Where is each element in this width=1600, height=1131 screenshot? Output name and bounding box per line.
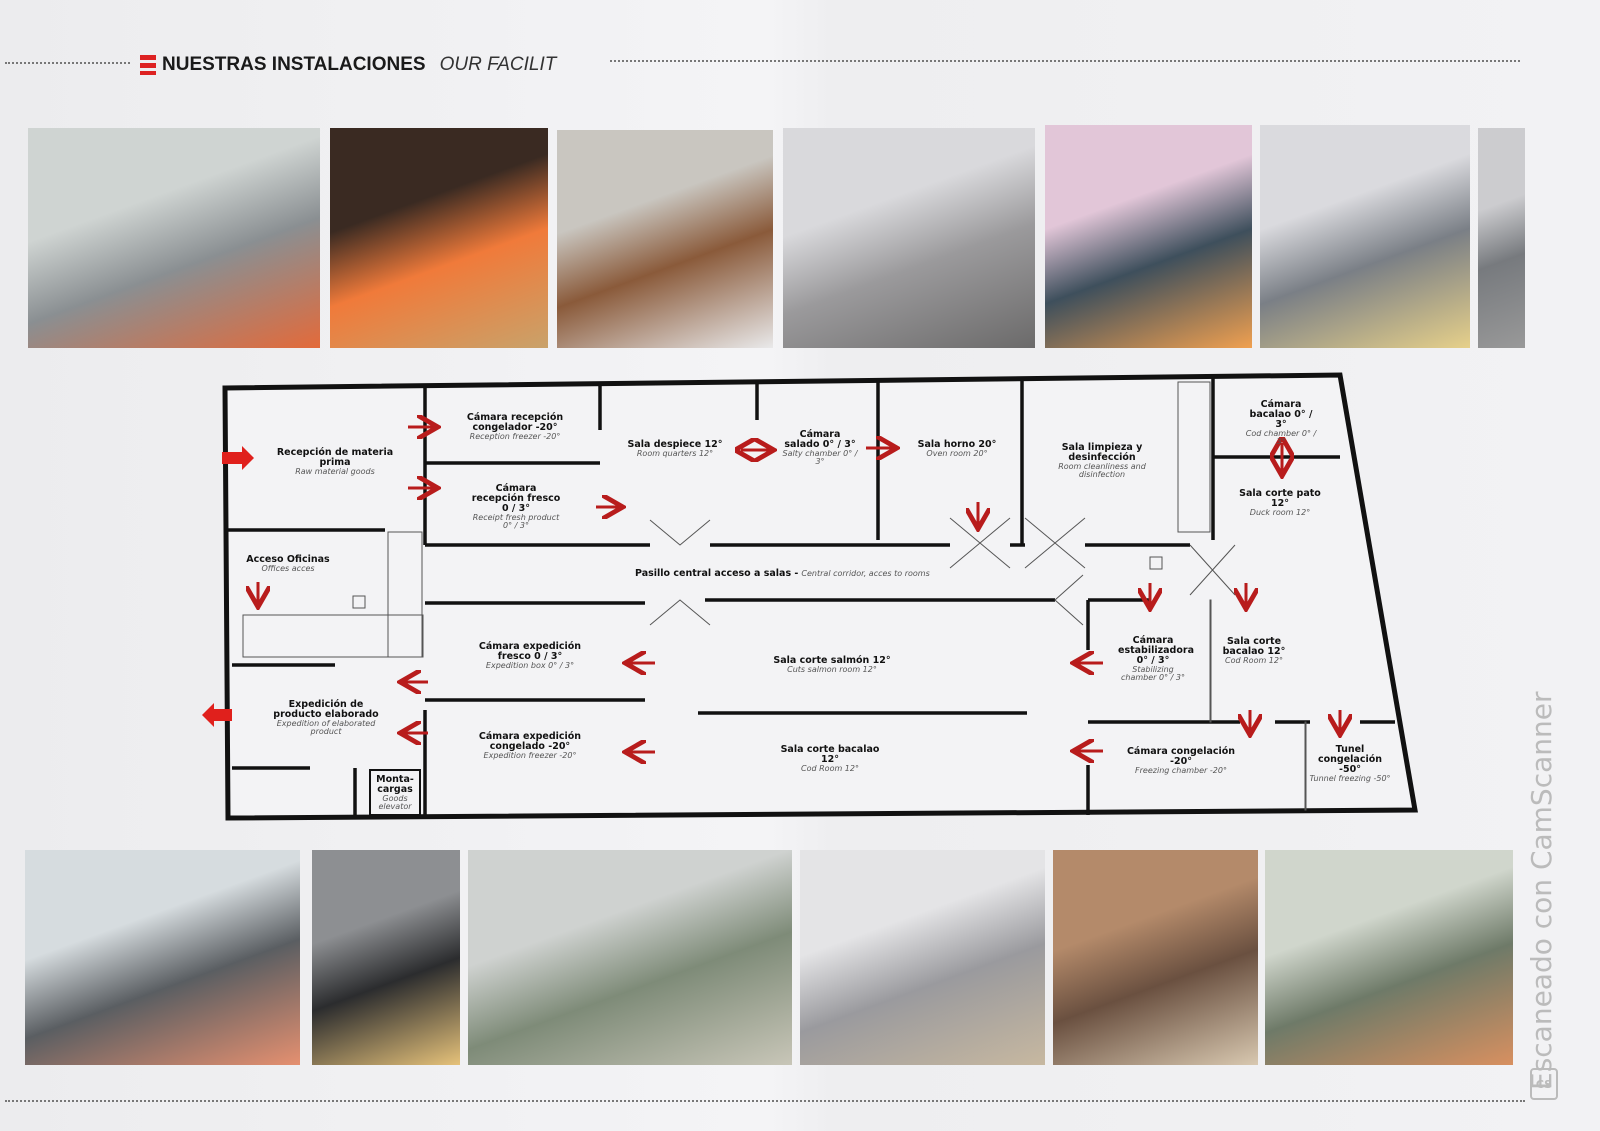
room-name-en: Offices acces (261, 563, 315, 573)
divider (5, 1100, 1525, 1102)
room-name: Sala corte bacalao 12° (780, 744, 880, 765)
divider (610, 60, 1520, 62)
corridor-en: Central corridor, acces to rooms (801, 569, 930, 578)
photo-salmon-racks (330, 128, 548, 348)
room-name: Expedición de producto elaborado (273, 699, 379, 720)
room-name-en: Goods elevator (378, 793, 412, 812)
photo-conveyor (312, 850, 460, 1065)
photo-workers-trays (25, 850, 300, 1065)
room-label: Sala corte bacalao 12°Cod Room 12° (1222, 637, 1287, 665)
room-name: Cámara expedición fresco 0 / 3° (478, 641, 582, 662)
flow-arrows (258, 427, 1340, 752)
room-name: Tunel congelación -50° (1317, 744, 1382, 775)
room-name-en: Salty chamber 0° / 3° (782, 448, 858, 467)
room-name-en: Cuts salmon room 12° (787, 664, 877, 674)
photo-edge (1478, 128, 1525, 348)
room-label: Sala horno 20°Oven room 20° (912, 440, 1002, 458)
room-label: Sala corte salmón 12°Cuts salmon room 12… (772, 656, 892, 674)
room-name-en: Oven room 20° (926, 448, 988, 458)
room-label: Sala corte bacalao 12°Cod Room 12° (770, 745, 890, 773)
room-name-en: Expedition of elaborated product (276, 718, 376, 737)
room-name-en: Room quarters 12° (636, 448, 714, 458)
room-name-en: Reception freezer -20° (469, 431, 561, 441)
room-name-en: Freezing chamber -20° (1135, 765, 1227, 775)
room-name: Cámara congelación -20° (1126, 746, 1236, 767)
room-name: Cámara estabilizadora 0° / 3° (1118, 635, 1194, 666)
corridor-label: Pasillo central acceso a salas - Central… (635, 568, 930, 579)
room-label: Tunel congelación -50°Tunnel freezing -5… (1308, 745, 1393, 783)
room-name: Sala despiece 12° (627, 439, 723, 450)
room-name-en: Cod chamber 0° / 3° (1245, 428, 1317, 447)
room-name-en: Expedition box 0° / 3° (485, 660, 575, 670)
room-name-en: Raw material goods (295, 466, 375, 476)
entry-arrow-icon (222, 446, 254, 470)
room-name-en: Tunnel freezing -50° (1309, 773, 1391, 783)
room-label: Cámara recepción fresco 0 / 3°Receipt fr… (469, 484, 564, 531)
room-name: Acceso Oficinas (246, 554, 330, 565)
photo-kitchen-room (1053, 850, 1258, 1065)
room-name: Cámara recepción fresco 0 / 3° (471, 483, 561, 514)
room-label: Cámara recepción congelador -20°Receptio… (460, 413, 570, 441)
room-name: Sala limpieza y desinfección (1061, 442, 1143, 463)
room-name: Cámara expedición congelado -20° (478, 731, 582, 752)
room-name-en: Cod Room 12° (1225, 655, 1283, 665)
room-name: Sala corte pato 12° (1239, 488, 1321, 509)
room-label: Cámara estabilizadora 0° / 3°Stabilizing… (1118, 635, 1194, 683)
watermark: Escaneado con CamScanner (1525, 691, 1558, 1090)
room-label: Cámara congelación -20°Freezing chamber … (1116, 747, 1246, 775)
room-name: Cámara recepción congelador -20° (466, 412, 564, 433)
room-name-en: Cod Room 12° (801, 763, 859, 773)
photo-drying-trolley (557, 130, 773, 348)
room-name: Cámara bacalao 0° / 3° (1249, 399, 1313, 430)
camscanner-logo: CS (1530, 1068, 1558, 1100)
room-label: Cámara expedición congelado -20°Expediti… (475, 732, 585, 760)
divider (5, 62, 130, 64)
photo-mincing-machines (800, 850, 1045, 1065)
photo-packaging-line (1260, 125, 1470, 348)
room-label: Cámara expedición fresco 0 / 3°Expeditio… (475, 642, 585, 670)
room-label: Sala despiece 12°Room quarters 12° (625, 440, 725, 458)
exit-arrow-icon (202, 703, 232, 727)
brand-bars-icon (140, 55, 156, 75)
room-label: Cámara salado 0° / 3°Salty chamber 0° / … (783, 430, 858, 467)
room-name: Recepción de materia prima (276, 447, 394, 468)
building-outline (222, 372, 1418, 821)
room-name: Sala corte salmón 12° (773, 655, 891, 666)
room-name-en: Room cleanliness and disinfection (1058, 461, 1146, 480)
room-name-en: Receipt fresh product 0° / 3° (472, 512, 560, 531)
room-name: Sala horno 20° (917, 439, 997, 450)
room-name: Monta-cargas (376, 774, 414, 795)
photo-tiled-room (1265, 850, 1513, 1065)
room-label: Cámara bacalao 0° / 3°Cod chamber 0° / 3… (1244, 400, 1319, 447)
corridor-es: Pasillo central acceso a salas - (635, 568, 799, 579)
photo-scorpius-machine (783, 128, 1035, 348)
photo-salmon-filleting (28, 128, 320, 348)
photo-slicing-machine (1045, 125, 1252, 348)
room-label: Sala corte pato 12°Duck room 12° (1230, 489, 1330, 517)
section-header: NUESTRAS INSTALACIONES OUR FACILIT (140, 54, 556, 76)
room-name-en: Duck room 12° (1249, 507, 1311, 517)
room-name-en: Expedition freezer -20° (483, 750, 577, 760)
photo-processing-room (468, 850, 792, 1065)
header-title-es: NUESTRAS INSTALACIONES (162, 54, 426, 75)
room-name-en: Stabilizing chamber 0° / 3° (1121, 664, 1185, 683)
room-name: Sala corte bacalao 12° (1222, 636, 1286, 657)
room-name: Cámara salado 0° / 3° (784, 429, 856, 450)
doors-and-stairs (242, 381, 1307, 816)
header-title-en: OUR FACILIT (439, 54, 557, 75)
